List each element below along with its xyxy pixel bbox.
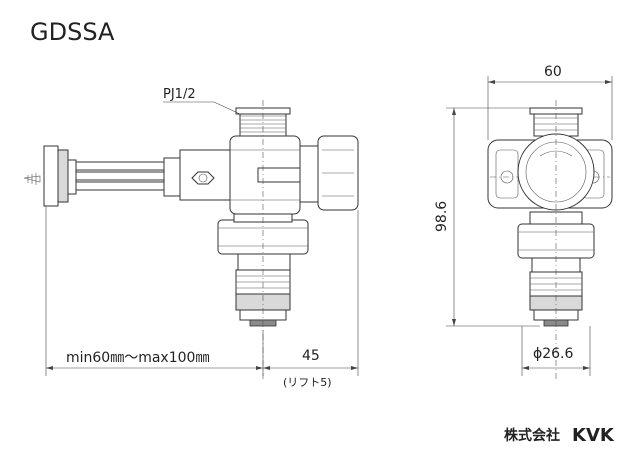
- maker-brand: KVK: [572, 425, 615, 446]
- side-view: PJ1/2 min60㎜〜max100㎜ 45 (リフト5): [23, 87, 359, 389]
- height-label: 98.6: [434, 201, 450, 232]
- width-label: 60: [544, 64, 562, 80]
- front-view: 60 98.6 ϕ26.6: [434, 64, 613, 380]
- diameter-label: ϕ26.6: [533, 346, 574, 362]
- model-title: GDSSA: [30, 18, 115, 46]
- lift-distance-label: 45: [302, 348, 320, 364]
- thread-label: PJ1/2: [163, 87, 196, 102]
- lift-note-label: (リフト5): [283, 376, 332, 389]
- maker-name: 株式会社: [504, 427, 560, 444]
- maker-logo: 株式会社 KVK: [504, 425, 615, 446]
- length-range-label: min60㎜〜max100㎜: [66, 350, 209, 366]
